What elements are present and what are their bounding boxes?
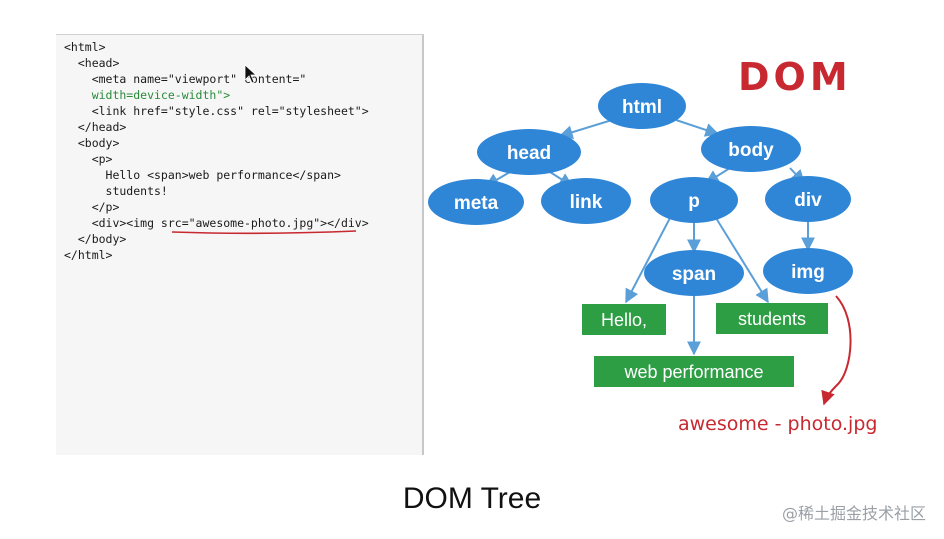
code-line: <p>: [64, 152, 113, 166]
diagram-title: DOM: [738, 55, 852, 99]
code-line: <meta name="viewport" content=": [64, 72, 307, 86]
text-node-hello-label: Hello,: [601, 310, 647, 330]
code-line: <link href="style.css" rel="stylesheet">: [64, 104, 369, 118]
code-line: students!: [64, 184, 168, 198]
slide-caption: DOM Tree: [402, 482, 542, 515]
node-head-label: head: [507, 143, 551, 164]
code-line: <div><img src="awesome-photo.jpg"></div>: [64, 216, 369, 230]
code-line: <html>: [64, 40, 106, 54]
code-line: </head>: [64, 120, 127, 134]
html-code-panel: <html> <head> <meta name="viewport" cont…: [56, 34, 424, 455]
code-line: Hello <span>web performance</span>: [64, 168, 341, 182]
annotation-arrow: [821, 295, 852, 406]
node-span-label: span: [672, 264, 716, 285]
edge-p-students: [715, 217, 769, 304]
node-div: div: [765, 176, 851, 222]
edge-p-hello: [625, 217, 671, 304]
node-html-label: html: [622, 97, 662, 118]
node-div-label: div: [794, 190, 822, 211]
node-body: body: [701, 126, 801, 172]
node-body-label: body: [728, 140, 774, 161]
node-img-label: img: [791, 262, 825, 283]
code-line: <body>: [64, 136, 120, 150]
text-node-web-performance-label: web performance: [623, 362, 763, 382]
code-line: </p>: [64, 200, 120, 214]
code-line: </html>: [64, 248, 113, 262]
annotation-filename: awesome - photo.jpg: [678, 413, 877, 435]
text-node-hello: Hello,: [582, 304, 666, 335]
red-underline: [171, 230, 357, 235]
html-code-listing: <html> <head> <meta name="viewport" cont…: [64, 39, 369, 263]
node-link-label: link: [570, 192, 603, 213]
text-node-students: students: [716, 303, 828, 334]
code-line: width=device-width">: [64, 88, 231, 102]
text-node-students-label: students: [738, 309, 806, 329]
edge-html-body: [675, 119, 720, 137]
code-line: </body>: [64, 232, 127, 246]
node-meta: meta: [428, 179, 524, 225]
node-link: link: [541, 178, 631, 224]
code-line: <head>: [64, 56, 120, 70]
node-meta-label: meta: [454, 193, 499, 214]
node-p: p: [650, 177, 738, 223]
dom-tree-diagram: DOM html head body meta link p: [428, 55, 877, 435]
mouse-cursor-icon: [244, 64, 258, 84]
node-span: span: [644, 250, 744, 296]
node-img: img: [763, 248, 853, 294]
text-node-web-performance: web performance: [594, 356, 794, 387]
node-head: head: [477, 129, 581, 175]
watermark: @稀土掘金技术社区: [781, 504, 926, 523]
node-p-label: p: [688, 191, 700, 212]
node-html: html: [598, 83, 686, 129]
edge-html-head: [558, 119, 613, 139]
